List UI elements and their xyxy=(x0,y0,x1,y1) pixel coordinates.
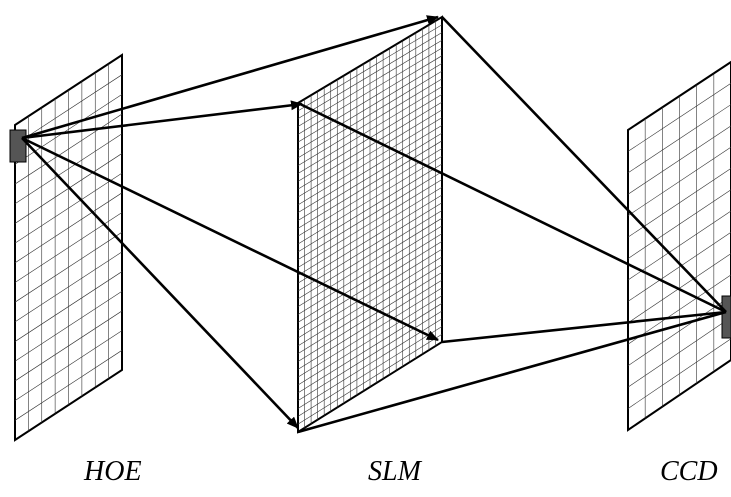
hoe-grid-line xyxy=(14,310,123,382)
ray-hoe-to-slm-lower-right xyxy=(21,136,439,342)
ccd-grid-line xyxy=(627,295,731,366)
slm-grid-line xyxy=(297,233,443,323)
slm-grid-line xyxy=(297,256,443,347)
ccd-grid-line xyxy=(627,83,731,152)
slm-grid-line xyxy=(297,101,443,190)
ray-slm-lower-right-to-ccd xyxy=(441,310,727,344)
slm-grid-line xyxy=(297,109,443,198)
ccd-plane xyxy=(627,60,731,432)
slm-grid-line xyxy=(297,279,443,370)
slm-grid-line xyxy=(297,39,443,127)
slm-grid-line xyxy=(297,310,443,401)
hoe-label: HOE xyxy=(84,456,142,487)
slm-grid-line xyxy=(297,217,443,307)
slm-grid-line xyxy=(297,225,443,315)
ccd-grid-line xyxy=(627,317,731,388)
hoe-source-element xyxy=(9,129,27,163)
slm-grid-line xyxy=(297,117,443,206)
hoe-grid-line xyxy=(14,74,123,145)
slm-grid-line xyxy=(297,264,443,354)
hoe-grid-line xyxy=(14,94,123,165)
hoe-grid-line xyxy=(14,251,123,323)
hoe-grid-line xyxy=(14,330,123,401)
slm-grid-line xyxy=(297,295,443,386)
slm-grid-line xyxy=(297,303,443,394)
slm-grid-line xyxy=(297,163,443,253)
ccd-grid-line xyxy=(627,338,731,409)
slm-grid-line xyxy=(297,272,443,362)
ccd-grid-line xyxy=(627,189,731,259)
hoe-plane xyxy=(14,53,123,442)
slm-grid-line xyxy=(297,24,443,112)
ccd-grid-line xyxy=(627,104,731,174)
ccd-grid-line xyxy=(627,146,731,216)
hoe-grid-line xyxy=(14,350,123,421)
slm-grid-line xyxy=(297,334,443,425)
slm-grid-line xyxy=(297,202,443,292)
ccd-grid-line xyxy=(627,168,731,238)
hoe-grid-line xyxy=(14,113,123,185)
slm-grid-line xyxy=(297,78,443,166)
slm-grid-line xyxy=(297,241,443,331)
ccd-grid-line xyxy=(627,232,731,302)
slm-grid-line xyxy=(297,171,443,260)
slm-grid-line xyxy=(297,179,443,268)
slm-grid-line xyxy=(297,318,443,409)
slm-grid-line xyxy=(297,186,443,276)
slm-grid-line xyxy=(297,326,443,417)
slm-grid-line xyxy=(297,248,443,339)
slm-grid-line xyxy=(297,287,443,378)
hoe-grid-line xyxy=(14,231,123,303)
slm-grid-line xyxy=(297,55,443,143)
slm-grid-line xyxy=(297,132,443,221)
slm-grid-line xyxy=(297,70,443,159)
slm-grid-line xyxy=(297,140,443,229)
slm-label: SLM xyxy=(368,456,421,487)
ray-hoe-to-slm-top xyxy=(21,15,439,140)
slm-grid-line xyxy=(297,47,443,135)
slm-grid-line xyxy=(297,32,443,119)
ray-slm-upper-left-to-ccd xyxy=(297,101,727,314)
slm-grid-line xyxy=(297,156,443,245)
hoe-grid-line xyxy=(14,172,123,244)
ccd-grid-line xyxy=(627,210,731,281)
slm-grid-line xyxy=(297,63,443,151)
slm-plane xyxy=(297,15,443,434)
ccd-label: CCD xyxy=(660,456,718,487)
ccd-grid-line xyxy=(627,274,731,345)
slm-grid-line xyxy=(297,86,443,174)
hoe-grid-line xyxy=(14,271,123,342)
ray-slm-bottom-to-ccd xyxy=(297,310,727,434)
slm-grid-line xyxy=(297,125,443,213)
hoe-grid-line xyxy=(14,133,123,205)
ray-hoe-to-slm-bottom xyxy=(21,137,299,429)
ccd-detector-element xyxy=(721,295,731,339)
ray-hoe-to-slm-upper-left xyxy=(21,100,303,140)
ccd-grid-line xyxy=(627,125,731,195)
hoe-grid-line xyxy=(14,192,123,264)
hoe-grid-line xyxy=(14,290,123,362)
ray-slm-top-to-ccd xyxy=(441,16,727,313)
slm-grid-line xyxy=(297,148,443,237)
slm-grid-line xyxy=(297,194,443,284)
